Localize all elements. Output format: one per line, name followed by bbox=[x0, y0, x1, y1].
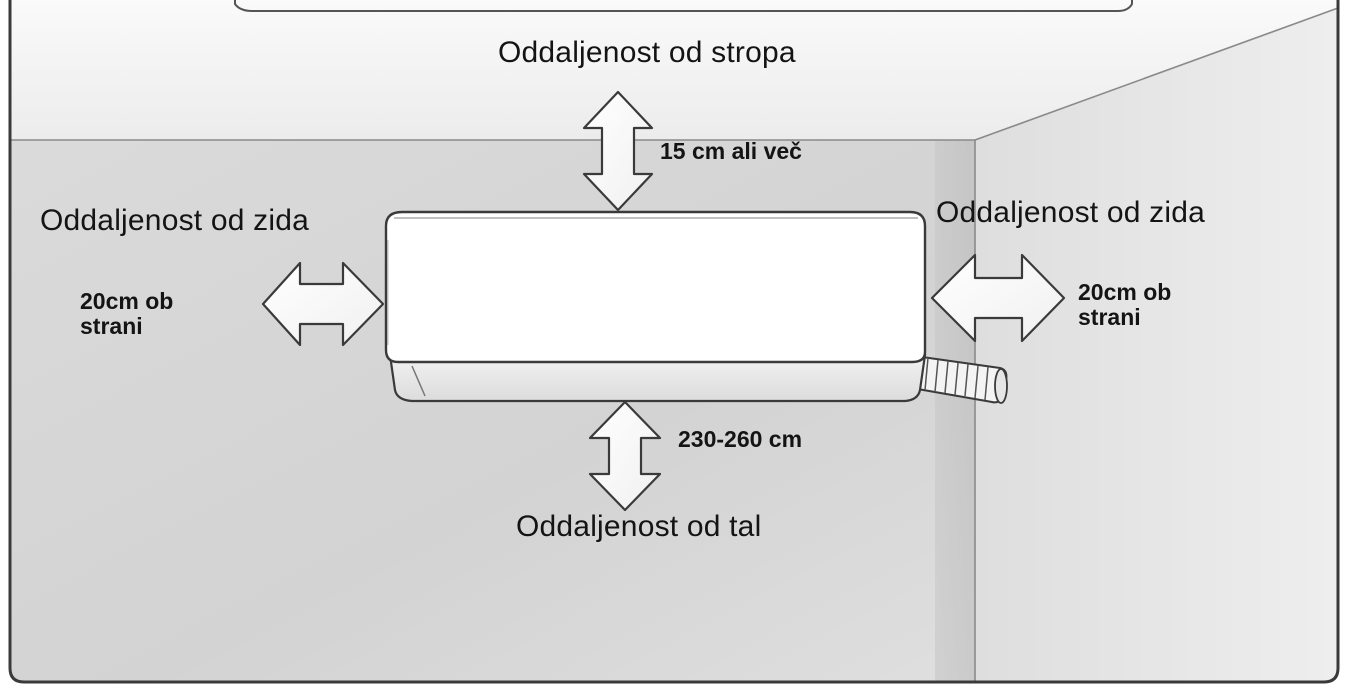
right-wall-distance-value: 20cm ob strani bbox=[1078, 279, 1172, 331]
right-wall-distance-title: Oddaljenost od zida bbox=[936, 196, 1205, 229]
corner-shadow bbox=[935, 140, 975, 682]
floor-distance-value: 230-260 cm bbox=[678, 426, 803, 452]
right-wall-double-arrow-icon bbox=[930, 253, 1066, 343]
ceiling-distance-value: 15 cm ali več bbox=[660, 138, 802, 164]
top-bar bbox=[234, 0, 1133, 12]
ceiling-distance-title: Oddaljenost od stropa bbox=[498, 36, 796, 69]
left-wall-value-line1: 20cm ob bbox=[80, 288, 174, 314]
indoor-unit bbox=[384, 210, 927, 403]
right-wall-value-line1: 20cm ob bbox=[1078, 279, 1172, 305]
room-border bbox=[8, 0, 1340, 684]
refrigerant-pipe bbox=[910, 354, 1008, 404]
right-wall-value-line2: strani bbox=[1078, 304, 1141, 331]
floor-double-arrow-icon bbox=[588, 400, 662, 512]
left-wall-distance-value: 20cm ob strani bbox=[80, 288, 174, 340]
ceiling bbox=[10, 0, 1338, 140]
room-edges bbox=[10, 7, 1339, 682]
ceiling-double-arrow-icon bbox=[582, 90, 654, 212]
floor-distance-title: Oddaljenost od tal bbox=[516, 510, 762, 543]
left-wall-value-line2: strani bbox=[80, 313, 143, 340]
left-wall-distance-title: Oddaljenost od zida bbox=[40, 204, 309, 237]
side-wall bbox=[975, 8, 1338, 682]
left-wall-double-arrow-icon bbox=[261, 261, 385, 347]
